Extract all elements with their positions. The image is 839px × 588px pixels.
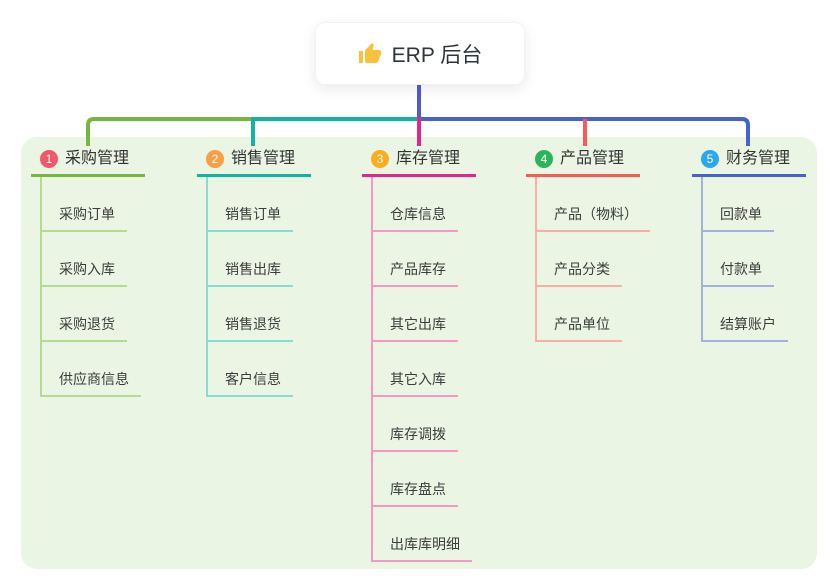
branch-header[interactable]: 1 采购管理 xyxy=(31,149,145,177)
root-node[interactable]: ERP 后台 xyxy=(315,22,525,85)
child-label: 结算账户 xyxy=(720,316,776,332)
branch-title: 产品管理 xyxy=(560,150,625,167)
child-label: 销售订单 xyxy=(225,206,281,222)
child-node[interactable]: 采购入库 xyxy=(42,232,127,287)
child-label: 产品库存 xyxy=(390,261,446,277)
child-label: 库存盘点 xyxy=(390,481,446,497)
child-label: 采购退货 xyxy=(59,316,115,332)
child-node[interactable]: 采购订单 xyxy=(42,177,127,232)
child-node[interactable]: 出库库明细 xyxy=(373,507,472,562)
child-label: 采购订单 xyxy=(59,206,115,222)
child-label: 其它入库 xyxy=(390,371,446,387)
child-node[interactable]: 供应商信息 xyxy=(42,342,141,397)
child-label: 客户信息 xyxy=(225,371,281,387)
child-node[interactable]: 结算账户 xyxy=(703,287,788,342)
child-node[interactable]: 其它入库 xyxy=(373,342,458,397)
branch-number-badge: 3 xyxy=(371,150,389,168)
child-label: 产品（物料） xyxy=(554,206,638,222)
branch-header[interactable]: 3 库存管理 xyxy=(362,149,476,177)
branch-children: 回款单付款单结算账户 xyxy=(701,177,806,342)
child-node[interactable]: 库存调拨 xyxy=(373,397,458,452)
branch-4: 4 产品管理产品（物料） 产品分类产品单位 xyxy=(526,149,650,342)
branch-title: 销售管理 xyxy=(231,150,296,167)
branch-header[interactable]: 2 销售管理 xyxy=(197,149,311,177)
branch-5: 5 财务管理回款单付款单结算账户 xyxy=(692,149,806,342)
child-node[interactable]: 库存盘点 xyxy=(373,452,458,507)
child-label: 采购入库 xyxy=(59,261,115,277)
child-node[interactable]: 销售订单 xyxy=(208,177,293,232)
branch-1: 1 采购管理采购订单采购入库采购退货供应商信息 xyxy=(31,149,145,397)
branch-children: 采购订单采购入库采购退货供应商信息 xyxy=(40,177,145,397)
branch-children: 销售订单销售出库销售退货客户信息 xyxy=(206,177,311,397)
child-node[interactable]: 客户信息 xyxy=(208,342,293,397)
child-node[interactable]: 产品分类 xyxy=(537,232,622,287)
child-node[interactable]: 采购退货 xyxy=(42,287,127,342)
child-node[interactable]: 产品库存 xyxy=(373,232,458,287)
child-label: 库存调拨 xyxy=(390,426,446,442)
root-title: ERP 后台 xyxy=(391,43,483,67)
child-node[interactable]: 销售退货 xyxy=(208,287,293,342)
branch-children: 仓库信息产品库存其它出库其它入库库存调拨库存盘点出库库明细 xyxy=(371,177,476,562)
child-label: 仓库信息 xyxy=(390,206,446,222)
branch-number-badge: 2 xyxy=(206,150,224,168)
child-node[interactable]: 其它出库 xyxy=(373,287,458,342)
branch-number-badge: 4 xyxy=(535,150,553,168)
branch-title: 财务管理 xyxy=(726,150,791,167)
child-label: 销售退货 xyxy=(225,316,281,332)
child-label: 销售出库 xyxy=(225,261,281,277)
branch-header[interactable]: 5 财务管理 xyxy=(692,149,806,177)
branch-title: 库存管理 xyxy=(396,150,461,167)
child-node[interactable]: 仓库信息 xyxy=(373,177,458,232)
branch-header[interactable]: 4 产品管理 xyxy=(526,149,640,177)
child-node[interactable]: 回款单 xyxy=(703,177,774,232)
child-label: 产品分类 xyxy=(554,261,610,277)
child-label: 出库库明细 xyxy=(390,536,460,552)
mindmap-panel xyxy=(21,137,817,569)
branch-2: 2 销售管理销售订单销售出库销售退货客户信息 xyxy=(197,149,311,397)
child-label: 其它出库 xyxy=(390,316,446,332)
branch-number-badge: 1 xyxy=(40,150,58,168)
thumbs-up-icon xyxy=(358,42,381,63)
child-node[interactable]: 付款单 xyxy=(703,232,774,287)
branch-title: 采购管理 xyxy=(65,150,130,167)
branch-number-badge: 5 xyxy=(701,150,719,168)
child-node[interactable]: 销售出库 xyxy=(208,232,293,287)
branch-3: 3 库存管理仓库信息产品库存其它出库其它入库库存调拨库存盘点出库库明细 xyxy=(362,149,476,562)
branch-children: 产品（物料） 产品分类产品单位 xyxy=(535,177,650,342)
child-label: 产品单位 xyxy=(554,316,610,332)
child-label: 回款单 xyxy=(720,206,762,222)
child-node[interactable]: 产品单位 xyxy=(537,287,622,342)
child-node[interactable]: 产品（物料） xyxy=(537,177,650,232)
child-label: 供应商信息 xyxy=(59,371,129,387)
child-label: 付款单 xyxy=(720,261,762,277)
